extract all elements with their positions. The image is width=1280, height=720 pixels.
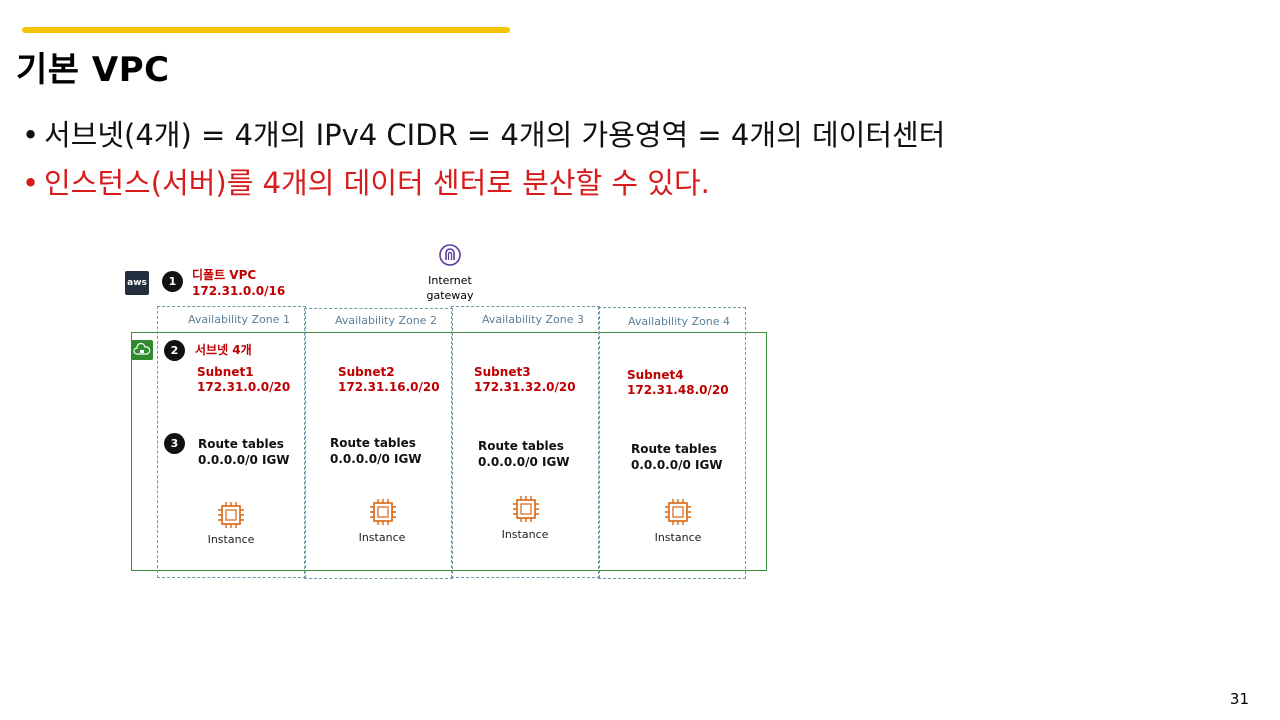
- subnet-cidr: 172.31.48.0/20: [627, 383, 729, 397]
- az-label: Availability Zone 1: [188, 313, 290, 326]
- subnet-name: Subnet1: [197, 365, 254, 379]
- subnet-cidr: 172.31.16.0/20: [338, 380, 440, 394]
- route-table-label: Route tables 0.0.0.0/0 IGW: [198, 436, 290, 468]
- bullet-item: •서브넷(4개) = 4개의 IPv4 CIDR = 4개의 가용영역 = 4개…: [22, 112, 945, 154]
- subnet-name: Subnet3: [474, 365, 531, 379]
- ec2-instance-icon: [513, 496, 539, 522]
- subnet-cidr: 172.31.0.0/20: [197, 380, 291, 394]
- internet-gateway-icon: [439, 244, 461, 266]
- subnet-name: Subnet4: [627, 368, 684, 382]
- bullet-text: 서브넷(4개) = 4개의 IPv4 CIDR = 4개의 가용영역 = 4개의…: [44, 118, 946, 152]
- vpc-cloud-icon: [131, 340, 153, 360]
- default-vpc-label: 디폴트 VPC 172.31.0.0/16: [192, 267, 285, 299]
- az-label: Availability Zone 4: [628, 315, 730, 328]
- route-table-label: Route tables 0.0.0.0/0 IGW: [631, 441, 723, 473]
- igw-label-line2: gateway: [426, 289, 474, 302]
- subnet-count-label: 서브넷 4개: [195, 343, 252, 357]
- subnet-label: Subnet4 172.31.48.0/20: [627, 368, 729, 398]
- ec2-instance-icon: [665, 499, 691, 525]
- step-badge-3: 3: [164, 433, 185, 454]
- subnet-label: Subnet2 172.31.16.0/20: [338, 365, 440, 395]
- subnet-label: Subnet3 172.31.32.0/20: [474, 365, 576, 395]
- route-table-label: Route tables 0.0.0.0/0 IGW: [478, 438, 570, 470]
- route-entry: 0.0.0.0/0 IGW: [478, 455, 570, 469]
- title-accent-bar: [22, 27, 510, 33]
- subnet-name: Subnet2: [338, 365, 395, 379]
- page-number: 31: [1229, 690, 1249, 708]
- step-badge-2: 2: [164, 340, 185, 361]
- default-vpc-title: 디폴트 VPC: [192, 268, 257, 282]
- availability-zone-2: [304, 308, 453, 579]
- bullet-dot: •: [22, 166, 40, 200]
- az-label: Availability Zone 2: [335, 314, 437, 327]
- step-badge-1: 1: [162, 271, 183, 292]
- aws-logo-icon: aws: [125, 271, 149, 295]
- az-label: Availability Zone 3: [482, 313, 584, 326]
- instance-label: Instance: [358, 531, 406, 544]
- subnet-cidr: 172.31.32.0/20: [474, 380, 576, 394]
- instance-label: Instance: [654, 531, 702, 544]
- bullet-text: 인스턴스(서버)를 4개의 데이터 센터로 분산할 수 있다.: [44, 166, 710, 200]
- bullet-dot: •: [22, 118, 40, 152]
- route-table-title: Route tables: [631, 442, 717, 456]
- igw-label-line1: Internet: [428, 274, 472, 287]
- route-entry: 0.0.0.0/0 IGW: [631, 458, 723, 472]
- route-table-title: Route tables: [198, 437, 284, 451]
- availability-zone-1: [157, 306, 306, 578]
- subnet-label: Subnet1 172.31.0.0/20: [197, 365, 290, 395]
- instance-label: Instance: [207, 533, 255, 546]
- internet-gateway-label: Internet gateway: [400, 273, 500, 303]
- vpc-boundary: [131, 332, 767, 571]
- ec2-instance-icon: [370, 499, 396, 525]
- route-table-title: Route tables: [478, 439, 564, 453]
- availability-zone-4: [598, 307, 746, 579]
- route-entry: 0.0.0.0/0 IGW: [330, 452, 422, 466]
- availability-zone-3: [451, 306, 600, 578]
- route-entry: 0.0.0.0/0 IGW: [198, 453, 290, 467]
- slide-title: 기본 VPC: [16, 50, 170, 90]
- instance-label: Instance: [501, 528, 549, 541]
- ec2-instance-icon: [218, 502, 244, 528]
- route-table-title: Route tables: [330, 436, 416, 450]
- route-table-label: Route tables 0.0.0.0/0 IGW: [330, 435, 422, 467]
- bullet-item-highlight: •인스턴스(서버)를 4개의 데이터 센터로 분산할 수 있다.: [22, 160, 710, 202]
- default-vpc-cidr: 172.31.0.0/16: [192, 284, 286, 298]
